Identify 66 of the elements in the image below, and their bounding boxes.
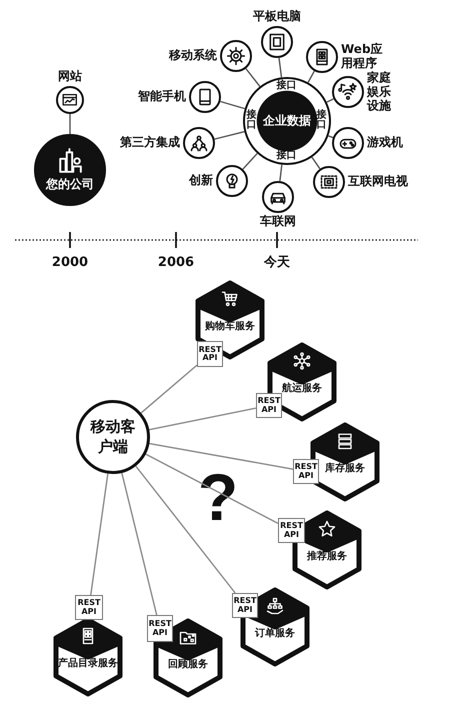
device-circle — [216, 165, 248, 197]
timeline-label: 今天 — [264, 256, 290, 269]
service-hexagon — [53, 617, 123, 697]
api-tag: REST API — [293, 459, 319, 484]
device-circle — [183, 127, 215, 159]
device-label: 移动系统 — [169, 49, 217, 63]
service-label: 航运服务 — [282, 381, 322, 396]
enterprise-data-hub — [243, 77, 331, 165]
interface-label: 接口 — [316, 110, 326, 131]
device-circle — [306, 41, 338, 73]
connector-line — [69, 114, 71, 134]
connector-line — [220, 100, 245, 110]
device-label: 智能手机 — [138, 90, 186, 104]
device-circle — [189, 81, 221, 113]
api-tag: REST API — [232, 593, 258, 618]
device-circle — [313, 166, 345, 198]
api-tag: REST API — [147, 615, 173, 642]
service-label: 回顾服务 — [168, 658, 208, 672]
connector-line — [279, 164, 283, 182]
device-circle — [56, 86, 84, 114]
device-circle — [262, 181, 294, 213]
api-tag: REST API — [75, 595, 103, 620]
api-tag: REST API — [278, 518, 305, 543]
api-tag: REST API — [256, 393, 282, 418]
device-circle — [332, 76, 364, 108]
service-hexagon — [195, 280, 265, 360]
connector-line — [326, 98, 334, 103]
device-circle — [261, 26, 293, 58]
connector-line — [145, 454, 278, 524]
connector-line — [121, 472, 158, 616]
device-circle — [332, 127, 364, 159]
service-label: 库存服务 — [325, 461, 365, 476]
device-label: 家庭娱乐设施 — [367, 71, 392, 113]
device-label: 网站 — [58, 70, 82, 84]
connector-line — [90, 474, 109, 596]
device-label: 游戏机 — [367, 136, 403, 150]
hub-label: 企业数据 — [263, 112, 311, 130]
connector-line — [245, 68, 260, 87]
service-label: 推荐服务 — [307, 550, 347, 564]
connector-line — [278, 58, 282, 78]
question-mark: ? — [198, 464, 238, 530]
timeline-label: 2000 — [52, 256, 88, 269]
device-label: 创新 — [189, 174, 213, 188]
connector-line — [311, 156, 320, 170]
connector-line — [140, 364, 198, 414]
service-label: 产品目录服务 — [58, 656, 118, 670]
device-label: Web应用程序 — [341, 43, 384, 71]
timeline-label: 2006 — [158, 256, 194, 269]
connector-line — [135, 466, 236, 594]
client-label: 移动客户端 — [90, 418, 136, 456]
device-label: 车联网 — [260, 215, 296, 229]
service-label: 订单服务 — [255, 626, 295, 640]
device-circle — [220, 40, 252, 72]
device-label: 平板电脑 — [253, 10, 301, 24]
device-label: 互联网电视 — [348, 175, 408, 189]
api-tag: REST API — [197, 341, 223, 367]
connector-line — [149, 407, 256, 430]
connector-line — [308, 70, 315, 83]
interface-label: 接口 — [276, 150, 296, 161]
connector-line — [149, 442, 294, 470]
interface-label: 接口 — [246, 110, 256, 131]
interface-label: 接口 — [276, 80, 296, 91]
connector-line — [214, 131, 244, 140]
company-label: 您的公司 — [44, 176, 95, 193]
connector-line — [242, 152, 258, 170]
device-label: 第三方集成 — [120, 136, 180, 150]
